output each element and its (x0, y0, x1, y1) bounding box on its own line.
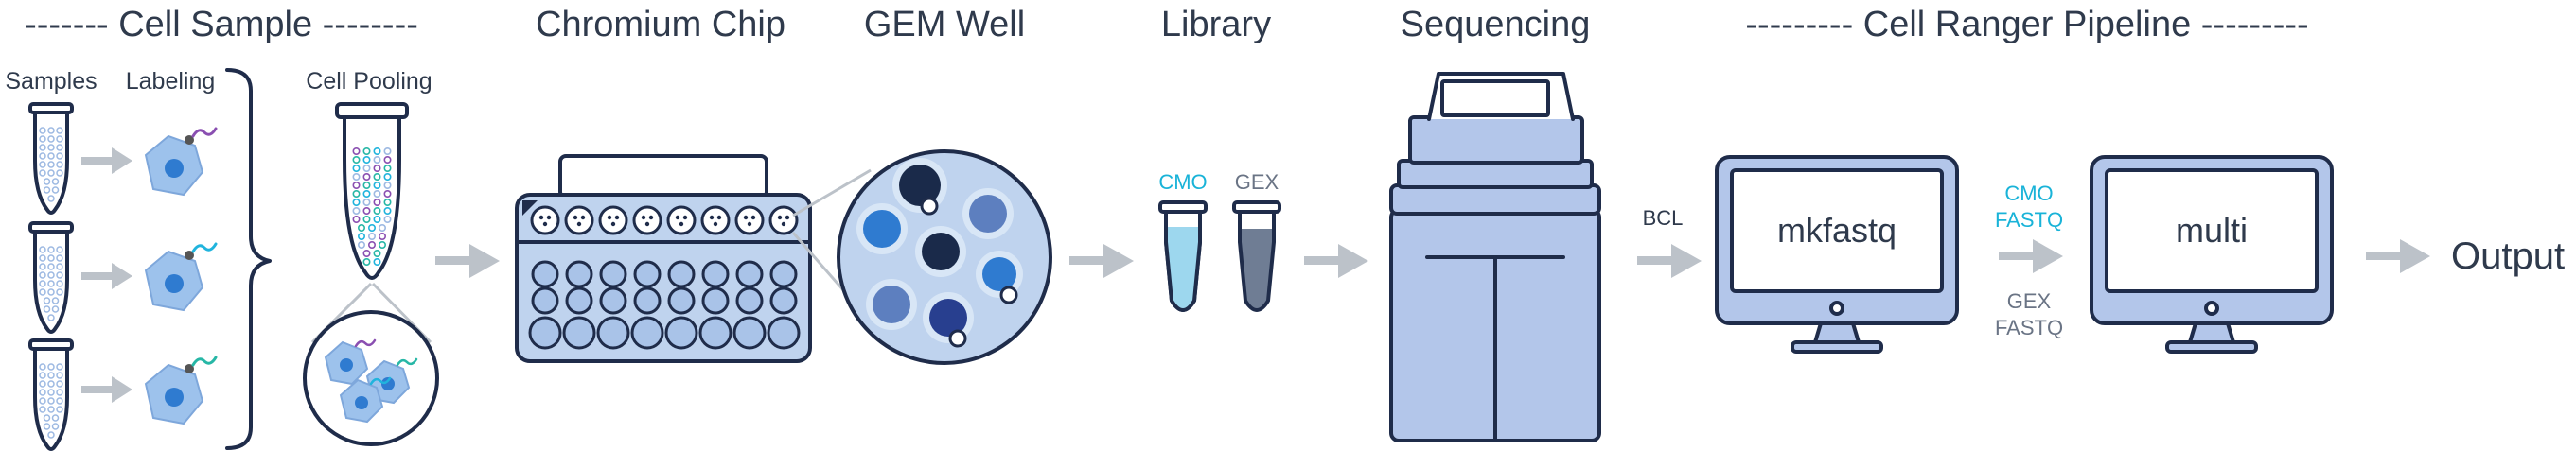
sequencer-icon (1389, 72, 1601, 442)
bcl-label: BCL (1643, 206, 1684, 230)
library-gex-label: GEX (1235, 170, 1279, 194)
labeling-arrow (81, 376, 132, 403)
labeling-cells (81, 127, 218, 425)
sample-tube-icon (28, 221, 74, 334)
multi-label: multi (2176, 211, 2248, 250)
header-cell-ranger-pipeline: --------- Cell Ranger Pipeline --------- (1745, 5, 2308, 44)
sample-tube-icon (28, 338, 74, 451)
bracket-brace (225, 68, 272, 450)
cmo-fastq-label-line1: CMO (2004, 182, 2053, 205)
arrow-to-library (1069, 244, 1134, 278)
cmo-tube-icon (1158, 200, 1208, 312)
subheader-cell-pooling: Cell Pooling (306, 68, 432, 95)
arrow-to-sequencing (1304, 244, 1368, 278)
monitor-multi-icon (2090, 155, 2334, 354)
subheader-samples: Samples (5, 68, 97, 95)
labeled-cell-icon (144, 242, 218, 312)
zoom-line-gem-top (792, 168, 872, 217)
subheader-labeling: Labeling (126, 68, 216, 95)
mkfastq-label: mkfastq (1777, 211, 1897, 250)
header-library: Library (1161, 5, 1271, 44)
labeling-arrow (81, 147, 132, 174)
arrow-bcl (1637, 244, 1702, 278)
monitor-mkfastq-icon (1715, 155, 1959, 354)
arrow-to-chip (435, 244, 500, 278)
header-sequencing: Sequencing (1401, 5, 1591, 44)
pooled-cell-icon (339, 376, 392, 424)
pooled-cell-icon (324, 338, 377, 386)
arrow-to-output (2366, 239, 2430, 273)
output-label: Output (2451, 235, 2565, 277)
header-gem-well: GEM Well (864, 5, 1025, 44)
arrow-fastq (1999, 239, 2063, 273)
sample-tubes (28, 102, 74, 451)
labeled-cell-icon (144, 356, 218, 425)
library-cmo-label: CMO (1158, 170, 1207, 194)
header-cell-sample: ------- Cell Sample -------- (25, 5, 418, 44)
pooled-cells (324, 338, 418, 424)
sample-tube-icon (28, 102, 74, 215)
labeled-cell-icon (144, 127, 218, 197)
pooling-tube-icon (335, 102, 409, 280)
gex-tube-icon (1232, 200, 1281, 312)
gem-well-icon (837, 149, 1052, 365)
cmo-fastq-label-line2: FASTQ (1995, 208, 2063, 232)
labeling-arrow (81, 263, 132, 289)
gex-fastq-label-line2: FASTQ (1995, 316, 2063, 339)
chromium-chip-icon (515, 154, 812, 363)
header-chromium-chip: Chromium Chip (536, 5, 785, 44)
gex-fastq-label-line1: GEX (2007, 289, 2052, 313)
